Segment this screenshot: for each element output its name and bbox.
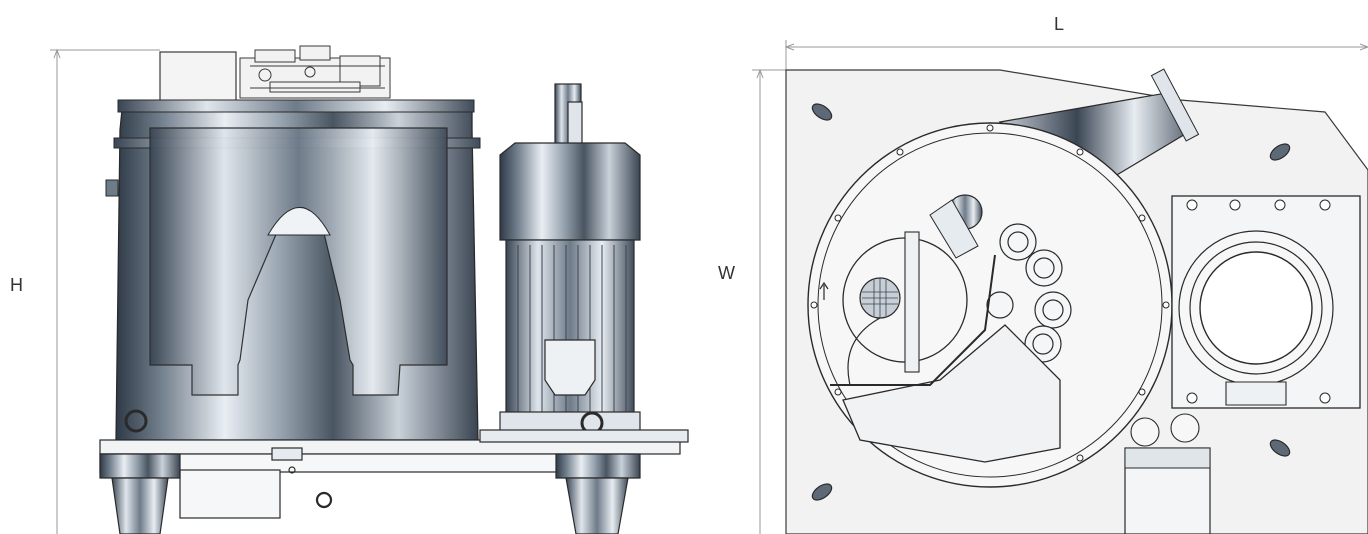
top-view: L W: [718, 14, 1368, 534]
pipe-line: [830, 254, 996, 386]
chute-flange: [1150, 68, 1200, 142]
height-dimension: [50, 48, 160, 534]
support-feet: [99, 453, 641, 534]
length-label: L: [1054, 14, 1064, 34]
level-gauge: [904, 231, 920, 373]
side-knob: [105, 179, 119, 197]
rotation-arrow-icon: [819, 281, 829, 300]
scraper-assembly: [842, 324, 1061, 463]
drum-top-rim: [117, 99, 475, 113]
base-frame: [99, 429, 689, 519]
lid-bolts: [810, 124, 1170, 462]
motor-flange-inner: [1199, 251, 1313, 365]
pulley-right: [1170, 413, 1200, 443]
front-view: H: [10, 45, 689, 534]
length-dimension: [784, 40, 1368, 70]
drive-motor: [499, 83, 641, 435]
spray-valve: [929, 199, 979, 259]
motor-bracket: [1225, 381, 1287, 406]
housing-lid-inner: [817, 132, 1163, 478]
top-assembly: [239, 45, 391, 99]
basket-cone: [267, 207, 331, 236]
anchor-bolt-slots: [811, 103, 1291, 501]
process-nozzles: [986, 223, 1072, 363]
hose: [847, 317, 881, 386]
width-label: W: [718, 263, 735, 283]
feed-hopper: [159, 51, 237, 105]
pulley-left: [1130, 417, 1160, 447]
lifting-eye: [124, 409, 148, 433]
height-label: H: [10, 275, 23, 295]
